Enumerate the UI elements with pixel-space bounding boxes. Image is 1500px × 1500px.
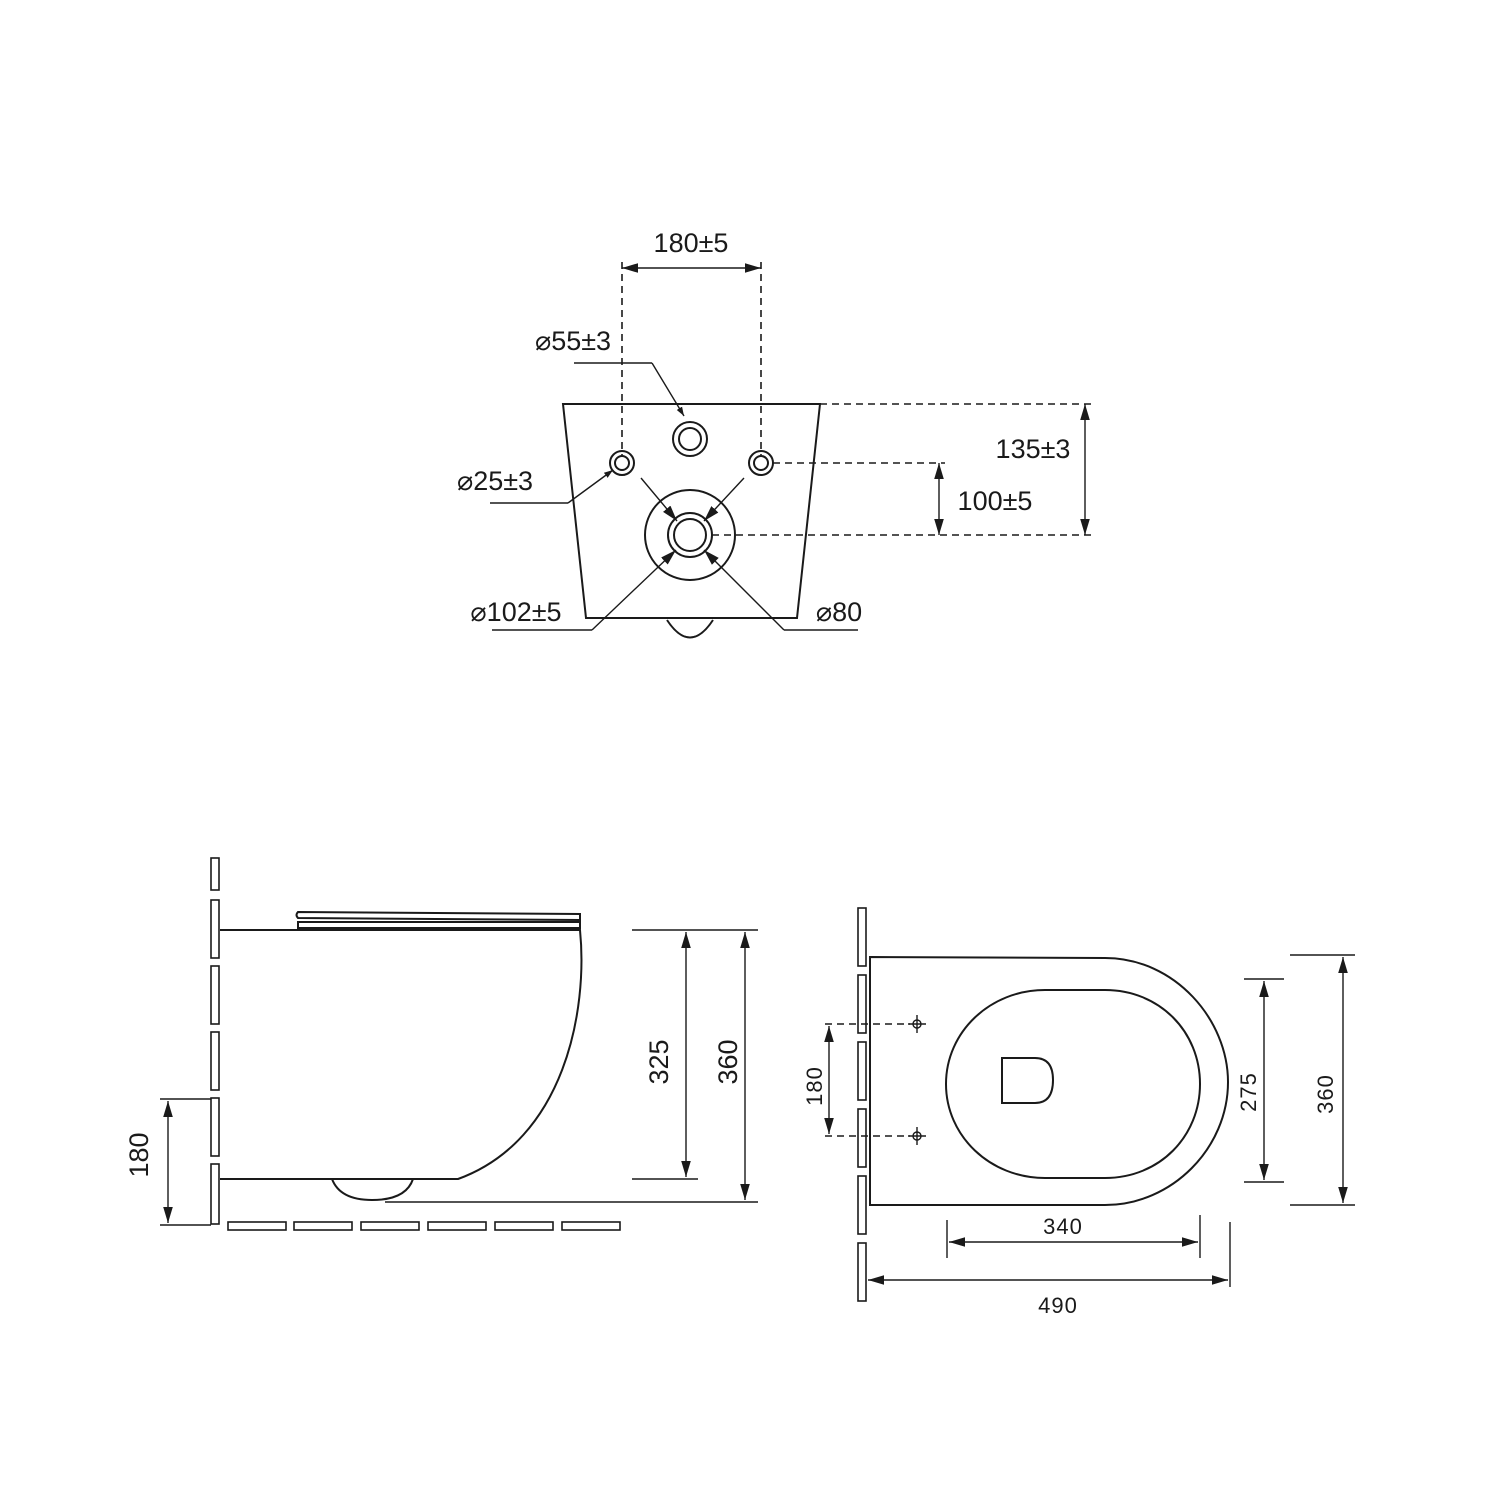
total-length-label: 490: [1038, 1293, 1078, 1318]
wall-segment: [857, 1041, 867, 1101]
seat-lid: [295, 910, 581, 922]
wall-segment: [210, 857, 220, 891]
floor-segment: [360, 1221, 420, 1231]
rear-drain-bulge: [666, 619, 714, 639]
floor-segment: [561, 1221, 621, 1231]
bolt-hole-leader: [567, 469, 614, 504]
outlet-arrow-top-left: [640, 477, 678, 522]
outer-width-label: 360: [1313, 1074, 1338, 1114]
bolt-top-crosshair-icon: [908, 1015, 926, 1033]
outlet-outer-diameter-label: ⌀102±5: [470, 597, 561, 627]
wall-segment: [857, 1242, 867, 1302]
wall-segment: [210, 1097, 220, 1157]
bowl-height-label: 325: [644, 1039, 674, 1084]
wall-segment: [210, 1163, 220, 1225]
bolt-spacing-label: 180±5: [654, 228, 729, 258]
inlet-outer-circle: [672, 421, 708, 457]
floor-segment: [227, 1221, 287, 1231]
inlet-diameter-label: ⌀55±3: [535, 326, 611, 356]
outlet-inner-diameter-label: ⌀80: [816, 597, 862, 627]
rear-view: 180±5 ⌀55±3 ⌀25±3 ⌀102±5 ⌀80: [457, 228, 1092, 639]
seat-ring: [297, 921, 581, 929]
floor-segment: [494, 1221, 554, 1231]
mount-height-label: 180: [124, 1132, 154, 1177]
outlet-inner-circle: [673, 518, 707, 552]
outlet-inner-leader: [703, 549, 785, 631]
wall-segment: [857, 974, 867, 1034]
top-bowl-outer: [869, 955, 1230, 1206]
top-view: 180 275 360 340 490: [802, 907, 1355, 1318]
floor-segment: [293, 1221, 353, 1231]
wall-segment: [210, 965, 220, 1025]
inner-length-label: 340: [1043, 1214, 1083, 1239]
outlet-outer-leader: [591, 549, 677, 631]
height-135-label: 135±3: [996, 434, 1071, 464]
height-100-label: 100±5: [958, 486, 1033, 516]
bolt-hole-left-inner: [614, 455, 630, 471]
inlet-inner-circle: [678, 427, 702, 451]
bolt-hole-left-outer: [609, 450, 635, 476]
wall-segment: [210, 899, 220, 959]
wall-segment: [857, 1108, 867, 1168]
wall-segment: [857, 1175, 867, 1235]
total-height-label: 360: [713, 1039, 743, 1084]
bolt-hole-diameter-label: ⌀25±3: [457, 466, 533, 496]
outlet-outer-circle: [644, 489, 736, 581]
floor-segment: [427, 1221, 487, 1231]
inner-width-label: 275: [1236, 1072, 1261, 1112]
rear-body-outline: [561, 403, 822, 619]
bowl-body: [220, 929, 583, 1180]
side-view: 325 360 180: [124, 857, 758, 1231]
wall-segment: [210, 1031, 220, 1091]
side-drain: [331, 1178, 414, 1202]
outlet-arrow-top-right: [703, 477, 745, 522]
top-bolt-spacing-label: 180: [802, 1066, 827, 1106]
bolt-hole-right-inner: [753, 455, 769, 471]
top-bowl-inner: [944, 989, 1202, 1179]
bolt-bottom-crosshair-icon: [908, 1127, 926, 1145]
top-drain: [1001, 1057, 1055, 1104]
wall-segment: [857, 907, 867, 967]
inlet-leader: [651, 362, 685, 417]
